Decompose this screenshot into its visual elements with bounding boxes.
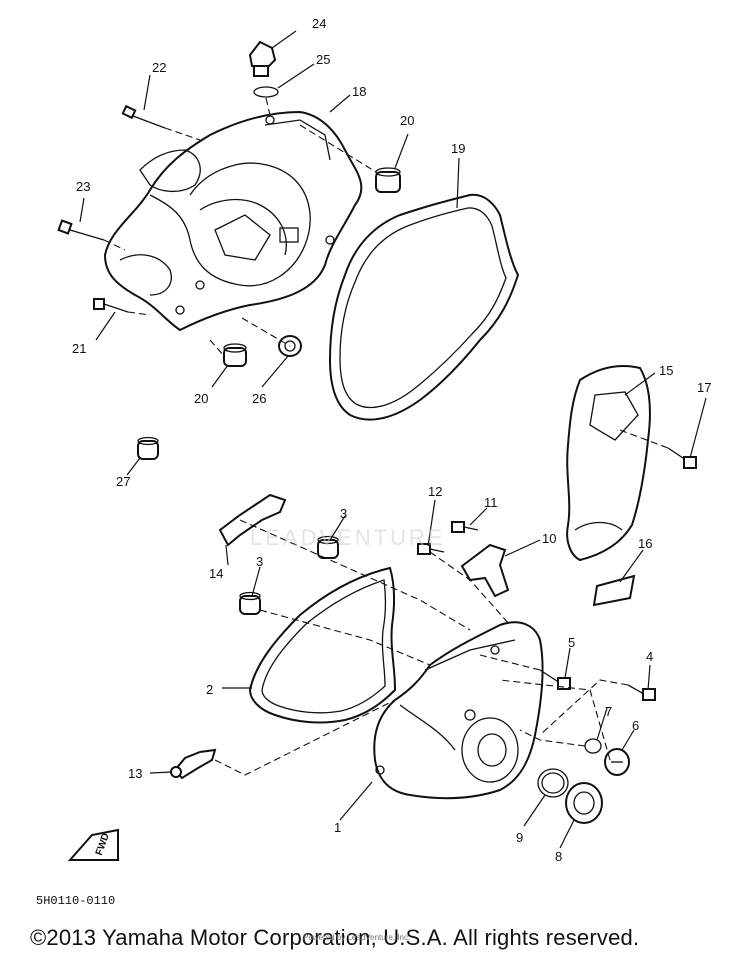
part-label: 14 — [209, 566, 223, 581]
dowel-pin — [137, 436, 159, 460]
part-label: 13 — [128, 766, 142, 781]
part-label: 10 — [542, 531, 556, 546]
assembly-lines — [103, 97, 669, 776]
bolt — [57, 219, 105, 241]
part-label: 18 — [352, 84, 366, 99]
o-ring — [537, 768, 569, 798]
part-label: 22 — [152, 60, 166, 75]
clamp — [170, 748, 217, 780]
o-ring — [253, 86, 279, 98]
part-label: 11 — [484, 495, 498, 510]
part-labels: 1 2 3 3 4 5 6 7 8 9 10 11 12 13 14 15 16… — [72, 16, 711, 864]
part-label: 20 — [194, 391, 208, 406]
part-label: 17 — [697, 380, 711, 395]
part-label: 27 — [116, 474, 130, 489]
oil-filler-plug — [248, 40, 277, 77]
screw — [417, 543, 445, 555]
part-label: 7 — [605, 704, 612, 719]
chain-cover — [566, 364, 651, 562]
part-label: 5 — [568, 635, 575, 650]
label-plate — [592, 574, 636, 607]
bracket — [460, 543, 510, 598]
crankcase-cover-upper — [103, 110, 363, 332]
part-label: 24 — [312, 16, 326, 31]
o-ring — [584, 738, 602, 754]
part-label: 20 — [400, 113, 414, 128]
screw — [451, 521, 479, 533]
part-label: 3 — [256, 554, 263, 569]
part-label: 19 — [451, 141, 465, 156]
part-label: 8 — [555, 849, 562, 864]
dowel-pin — [223, 343, 247, 367]
bolt — [93, 298, 129, 313]
cap — [565, 782, 603, 824]
part-label: 25 — [316, 52, 330, 67]
gasket — [328, 193, 520, 421]
powered-by-note: Powered by LeadVenture, Inc. — [303, 933, 411, 942]
part-label: 4 — [646, 649, 653, 664]
dowel-pin — [375, 167, 401, 193]
part-label: 2 — [206, 682, 213, 697]
copyright-text: ©2013 Yamaha Motor Corporation, U.S.A. A… — [30, 925, 640, 950]
part-label: 21 — [72, 341, 86, 356]
part-label: 12 — [428, 484, 442, 499]
part-label: 16 — [638, 536, 652, 551]
watermark-text: LEADVENTURE — [250, 525, 446, 550]
part-label: 6 — [632, 718, 639, 733]
part-label: 23 — [76, 179, 90, 194]
leader-lines — [79, 30, 707, 849]
fwd-arrow-icon: FWD — [67, 828, 119, 861]
collar — [317, 535, 339, 559]
part-label: 9 — [516, 830, 523, 845]
magneto-cover — [373, 621, 544, 800]
part-label: 26 — [252, 391, 266, 406]
bolt — [121, 104, 166, 129]
plug — [604, 748, 630, 776]
part-label: 3 — [340, 506, 347, 521]
gasket — [248, 566, 397, 724]
bolt — [539, 669, 571, 690]
part-label: 15 — [659, 363, 673, 378]
clamp — [218, 493, 287, 547]
diagram-code: 5H0110-0110 — [36, 894, 116, 908]
bolt — [627, 684, 656, 701]
collar — [239, 591, 261, 615]
part-label: 1 — [334, 820, 341, 835]
